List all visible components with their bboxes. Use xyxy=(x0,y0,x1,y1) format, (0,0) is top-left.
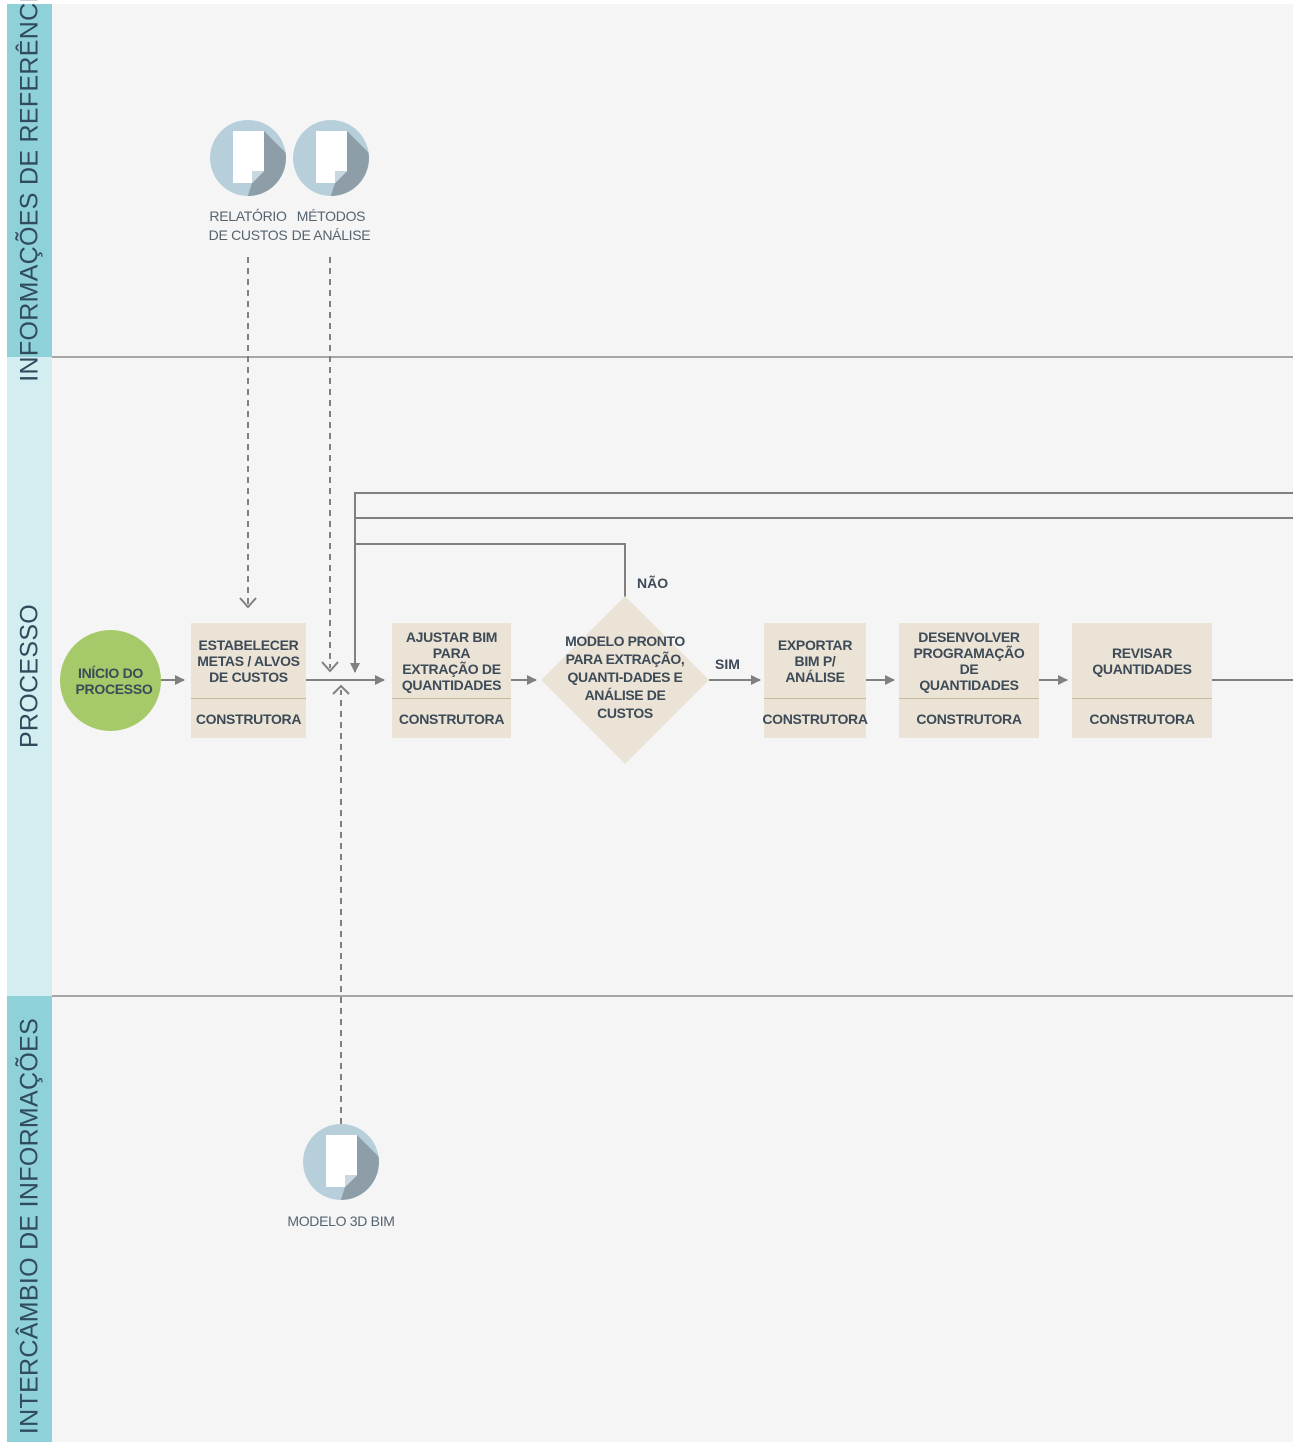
document-relatorio xyxy=(210,120,286,196)
open-arrow-metodos xyxy=(321,661,339,673)
flow-label-sim: SIM xyxy=(715,656,740,672)
task-owner: CONSTRUTORA xyxy=(392,698,511,738)
lane-header-process xyxy=(7,357,52,996)
document-caption-modelo: MODELO 3D BIM xyxy=(287,1212,395,1231)
task-owner: CONSTRUTORA xyxy=(1072,698,1212,738)
caption-line: RELATÓRIO xyxy=(209,208,287,224)
task-owner: CONSTRUTORA xyxy=(899,698,1039,738)
flow-label-nao: NÃO xyxy=(637,575,669,591)
task-desenvolver-programacao[interactable]: DESENVOLVER PROGRAMAÇÃO DE QUANTIDADES C… xyxy=(899,623,1039,738)
task-title: AJUSTAR BIM PARA EXTRAÇÃO DE QUANTIDADES xyxy=(401,628,502,693)
caption-line: DE CUSTOS xyxy=(208,227,288,243)
document-caption-metodos: MÉTODOS DE ANÁLISE xyxy=(292,207,371,245)
task-title: EXPORTAR BIM P/ ANÁLISE xyxy=(777,636,853,685)
task-ajustar-bim[interactable]: AJUSTAR BIM PARA EXTRAÇÃO DE QUANTIDADES… xyxy=(392,623,511,738)
task-owner: CONSTRUTORA xyxy=(762,698,868,738)
open-arrow-relatorio xyxy=(239,597,257,609)
start-event-label: INÍCIO DO PROCESSO xyxy=(75,664,153,697)
lane-header-reference xyxy=(7,4,52,357)
loop-nao xyxy=(355,543,626,598)
open-arrow-modelo xyxy=(332,684,350,695)
task-title: DESENVOLVER PROGRAMAÇÃO DE QUANTIDADES xyxy=(913,628,1025,693)
caption-line: MODELO 3D BIM xyxy=(287,1213,395,1229)
caption-line: MÉTODOS xyxy=(296,208,366,224)
start-event[interactable]: INÍCIO DO PROCESSO xyxy=(60,630,161,731)
loop-return-1 xyxy=(350,492,1293,673)
task-owner: CONSTRUTORA xyxy=(191,698,306,738)
task-exportar-bim[interactable]: EXPORTAR BIM P/ ANÁLISE CONSTRUTORA xyxy=(762,623,868,738)
document-caption-relatorio: RELATÓRIO DE CUSTOS xyxy=(209,207,288,245)
document-metodos xyxy=(293,120,369,196)
task-estabelecer-metas[interactable]: ESTABELECER METAS / ALVOS DE CUSTOS CONS… xyxy=(191,623,306,738)
document-modelo xyxy=(303,1124,379,1200)
lane-header-exchange xyxy=(7,996,52,1442)
decision-diamond xyxy=(541,596,709,764)
task-title: REVISAR QUANTIDADES xyxy=(1092,644,1192,677)
task-revisar-quantidades[interactable]: REVISAR QUANTIDADES CONSTRUTORA xyxy=(1072,623,1212,738)
task-title: ESTABELECER METAS / ALVOS DE CUSTOS xyxy=(197,636,300,685)
decision-label: MODELO PRONTO PARA EXTRAÇÃO, QUANTI-DADE… xyxy=(565,633,685,721)
caption-line: DE ANÁLISE xyxy=(291,227,371,243)
